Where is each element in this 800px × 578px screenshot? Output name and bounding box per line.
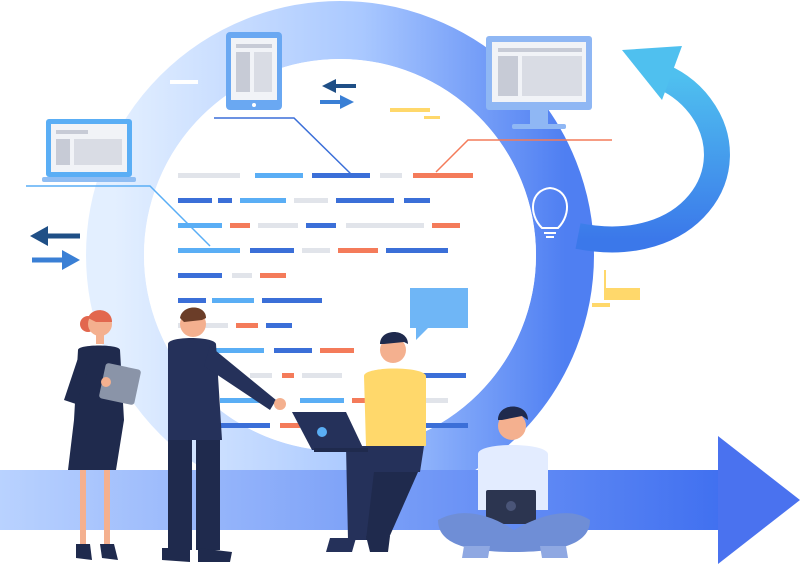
- cycle-arrow-icon: [575, 46, 730, 253]
- man-sitting-crosslegged: [438, 406, 590, 558]
- man-sitting-yellow: [292, 332, 426, 552]
- swap-arrows-icon-left: [30, 226, 80, 270]
- man-standing-pointing: [162, 307, 286, 562]
- lightbulb-icon: [532, 186, 568, 238]
- connector-lines: [26, 117, 612, 247]
- laptop-icon: [42, 119, 136, 182]
- chat-bubble-icon: [410, 288, 468, 340]
- tablet-icon: [226, 32, 282, 110]
- swap-arrows-icon: [320, 79, 356, 109]
- code-lines: [178, 173, 473, 428]
- monitor-icon: [486, 36, 592, 129]
- decor-dashes: [170, 80, 640, 307]
- woman-with-tablet: [64, 310, 141, 560]
